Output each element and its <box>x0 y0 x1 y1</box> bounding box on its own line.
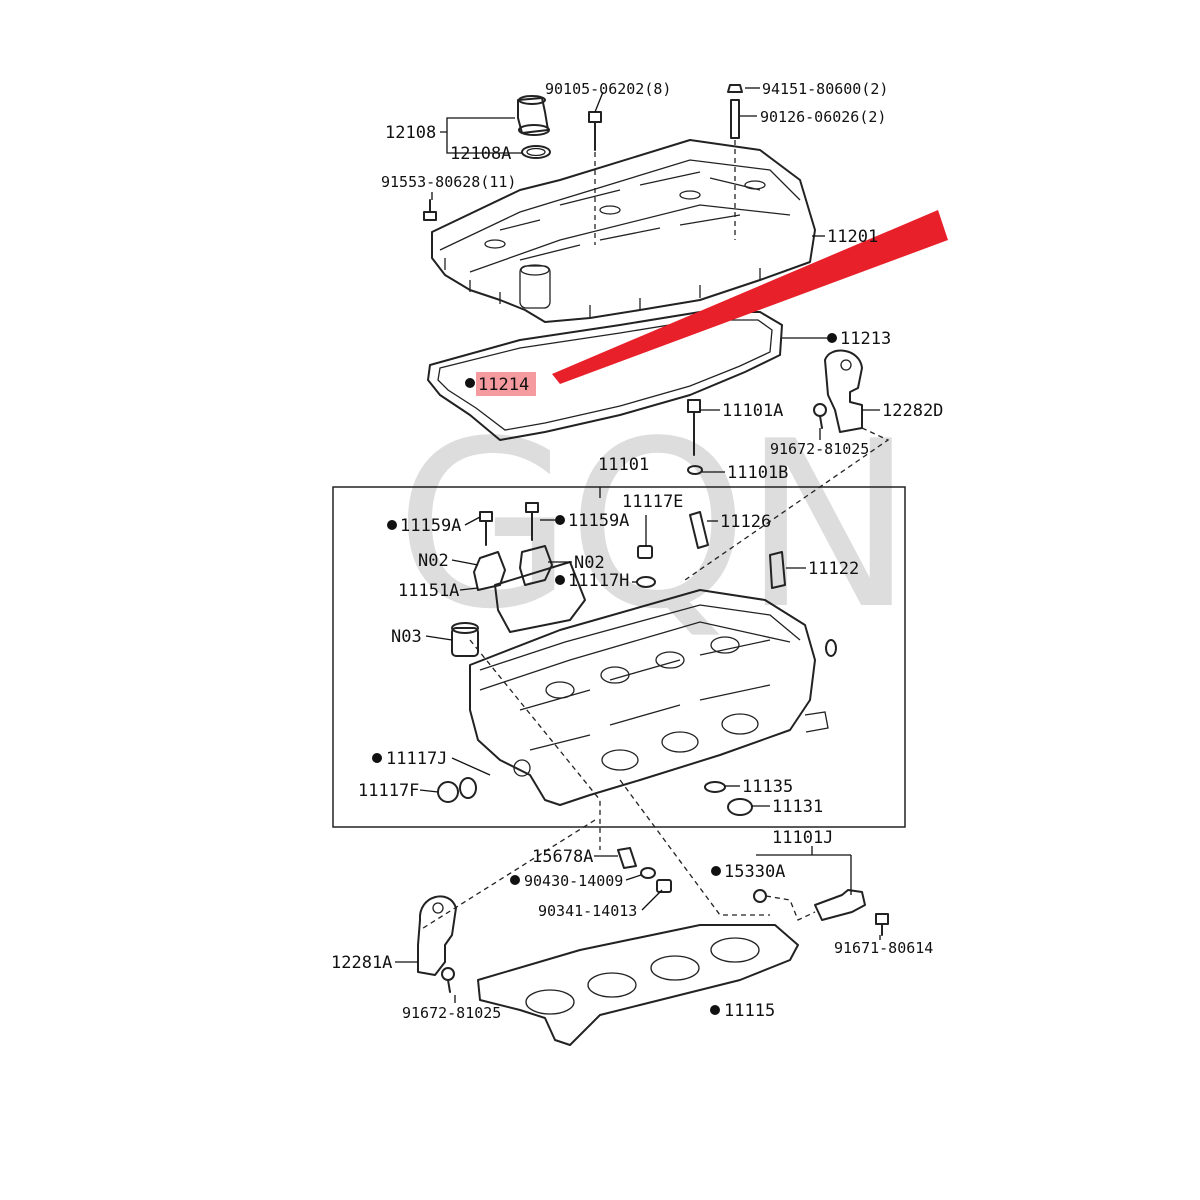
label-91672-lower: 91672-81025 <box>402 1004 501 1022</box>
guide-11126 <box>689 511 709 549</box>
label-12108A: 12108A <box>450 144 511 164</box>
label-90105: 90105-06202(8) <box>545 80 671 98</box>
label-90126: 90126-06026(2) <box>760 108 886 126</box>
label-91553: 91553-80628(11) <box>381 173 516 191</box>
label-11201: 11201 <box>827 227 878 247</box>
label-11101B: 11101B <box>727 463 788 483</box>
cylinder-head-cover <box>431 139 816 323</box>
label-11117H: 11117H <box>568 571 629 591</box>
label-15330A: 15330A <box>724 862 785 882</box>
stud-90126 <box>727 84 743 139</box>
oil-filler-cap <box>517 95 550 136</box>
plug-11117E <box>637 545 653 559</box>
cylinder-head-group-box <box>332 486 906 828</box>
part-labels: 90105-06202(8) 94151-80600(2) 90126-0602… <box>331 80 943 1022</box>
label-11126: 11126 <box>720 512 771 532</box>
label-N03: N03 <box>391 627 422 647</box>
label-11117F: 11117F <box>358 781 419 801</box>
bolt-90105 <box>588 111 602 151</box>
seal-11117F <box>437 777 477 803</box>
label-91672-upper: 91672-81025 <box>770 440 869 458</box>
gasket-90430 <box>640 867 656 879</box>
highlight-box <box>476 372 536 396</box>
label-12108: 12108 <box>385 123 436 143</box>
label-11117E: 11117E <box>622 492 683 512</box>
label-11151A: 11151A <box>398 581 459 601</box>
bolt-91553 <box>423 199 437 221</box>
label-90430: 90430-14009 <box>524 872 623 890</box>
label-11159A-right: 11159A <box>568 511 629 531</box>
label-N02-right: N02 <box>574 553 605 573</box>
bolt-91672-upper <box>813 403 827 429</box>
label-91671: 91671-80614 <box>834 939 933 957</box>
washer-11101B <box>687 465 703 475</box>
cylinder-head-gasket <box>477 924 799 1046</box>
cylinder-head <box>469 589 829 806</box>
label-11101: 11101 <box>598 455 649 475</box>
seal-11131 <box>727 798 753 816</box>
gasket-11135 <box>704 781 726 793</box>
label-11101A: 11101A <box>722 401 783 421</box>
label-12282D: 12282D <box>882 401 943 421</box>
engine-hanger-12281A <box>417 895 457 976</box>
bolt-91672-lower <box>441 967 455 993</box>
label-15678A: 15678A <box>532 847 593 867</box>
plug-small <box>825 639 837 657</box>
label-N02-left: N02 <box>418 551 449 571</box>
label-90341: 90341-14013 <box>538 902 637 920</box>
label-11117J: 11117J <box>386 749 447 769</box>
label-11159A-left: 11159A <box>400 516 461 536</box>
bullet-dots <box>372 333 837 1015</box>
head-bolt-11101A <box>687 399 701 456</box>
highlight-pointer <box>552 210 948 384</box>
camshaft-cap-left <box>473 551 506 591</box>
oil-filler-gasket <box>521 145 551 159</box>
label-11213: 11213 <box>840 329 891 349</box>
label-11131: 11131 <box>772 797 823 817</box>
watermark: GQN <box>395 393 908 660</box>
valve-lifter-N03 <box>451 622 479 657</box>
plug-90341 <box>656 879 672 893</box>
bolt-91671 <box>875 913 889 936</box>
engine-hanger-12282D <box>824 349 863 433</box>
leader-lines <box>395 87 881 1003</box>
stud-15678A <box>617 847 637 869</box>
camshaft-cap-right <box>519 545 553 586</box>
label-11115: 11115 <box>724 1001 775 1021</box>
label-94151: 94151-80600(2) <box>762 80 888 98</box>
label-11101J: 11101J <box>772 828 833 848</box>
label-11122: 11122 <box>808 559 859 579</box>
label-11135: 11135 <box>742 777 793 797</box>
head-cover-gasket <box>427 311 783 441</box>
label-12281A: 12281A <box>331 953 392 973</box>
oil-control-valve <box>753 889 866 921</box>
label-11214: 11214 <box>478 375 529 395</box>
guide-11122 <box>769 551 786 589</box>
bolt-11159A-left <box>479 511 493 546</box>
bolt-11159A-right <box>525 502 539 541</box>
